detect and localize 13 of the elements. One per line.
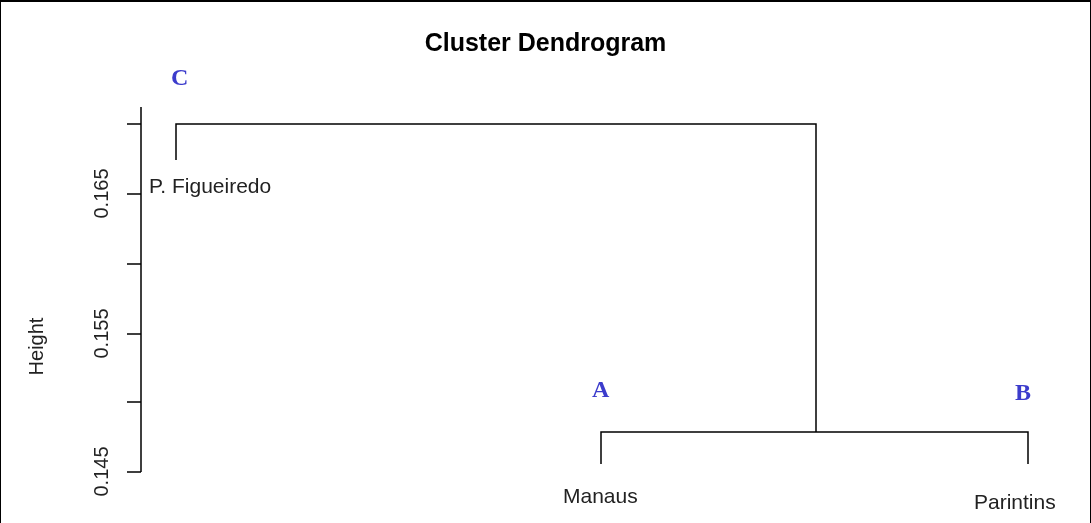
tick-label: 0.165 [89, 167, 113, 221]
axis-title: Height [24, 316, 48, 378]
axis-letter: C [171, 64, 189, 91]
chart-title: Cluster Dendrogram [423, 28, 668, 57]
leaf-label: P. Figueiredo [149, 160, 272, 198]
cluster-letter: A [592, 376, 610, 403]
dendrogram-branch [600, 431, 1029, 465]
tick-label: 0.155 [89, 307, 113, 361]
dendrogram-branch [175, 123, 817, 433]
cluster-letter: B [1015, 379, 1031, 406]
leaf-label: Manaus [563, 464, 638, 508]
leaf-label: Parintins [974, 464, 1056, 514]
tick-label: 0.145 [89, 445, 113, 499]
